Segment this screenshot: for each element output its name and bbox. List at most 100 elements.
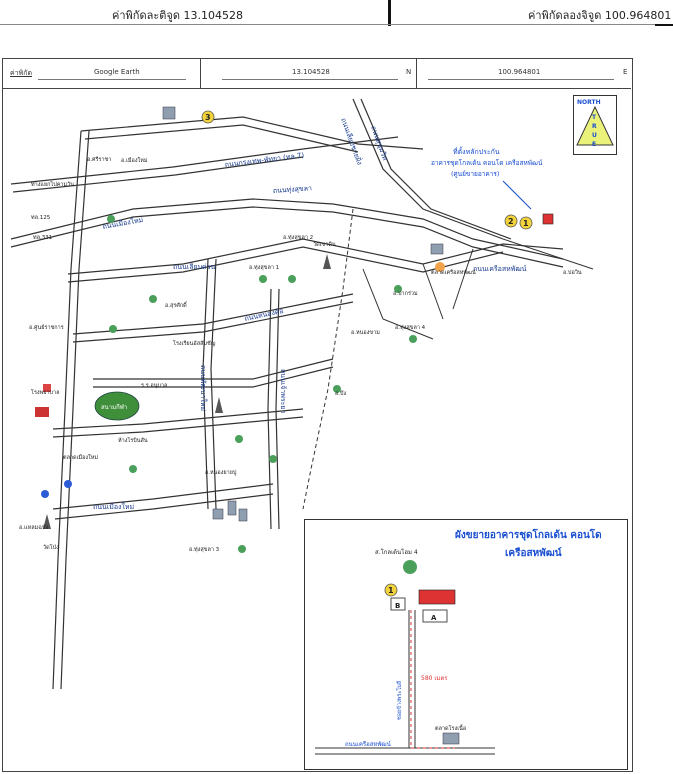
road-line (72, 301, 354, 343)
road-line (52, 483, 274, 510)
place-label: โรงเรียนอัสสัมชัญ (173, 339, 216, 347)
road-line (362, 268, 434, 340)
building-icon (238, 508, 248, 522)
distance-label: 580 เมตร (421, 675, 448, 682)
park-icon (235, 435, 243, 443)
divider (416, 58, 417, 88)
building-icon (162, 106, 176, 120)
building-label: A (431, 614, 437, 622)
place-label: อ.แหลมฉบัง (19, 524, 48, 531)
road-line (93, 358, 334, 380)
divider (428, 79, 614, 80)
property-callout: ที่ตั้งหลักประกัน อาคารชุดโกลเด้น คอนโด … (431, 145, 543, 210)
place-label: อ.เมืองใหม่ (121, 157, 148, 164)
divider (388, 0, 391, 26)
road-label: ถนนพัฒนาใหม่ (199, 365, 208, 411)
temple-icon (43, 514, 51, 529)
place-label: ตลาดเมืองใหม่ (63, 454, 98, 461)
road-line (52, 408, 304, 430)
road-line (93, 366, 334, 388)
poi-icon (64, 480, 72, 488)
divider (0, 24, 673, 25)
market-icon (442, 732, 460, 745)
place-label: วัดเขาดิน (313, 241, 336, 248)
compass-letter: E (592, 141, 596, 148)
place-label: ตลาดเครือสหพัฒน์ (431, 269, 476, 276)
building-shape (418, 589, 456, 605)
road-line (452, 248, 474, 310)
road-line (52, 130, 82, 690)
stadium-label: สนามกีฬา (101, 403, 127, 411)
compass: NORTH T R U E (573, 95, 617, 155)
building-b (390, 597, 406, 611)
road-label: ถนนทุ่งสุขลา (273, 184, 313, 195)
place-label: อ.สุรศักดิ์ (165, 301, 188, 309)
place-label: อ.ทุ่งสุขลา 3 (189, 546, 220, 553)
temple-icon (323, 254, 331, 269)
compass-letter: U (592, 132, 597, 139)
inset-plan: ผังขยายอาคารชุดโกลเด้น คอนโด เครือสหพัฒน… (304, 519, 628, 770)
market-label: ตลาดโรงเนื้อ (435, 724, 466, 732)
place-label: อ.บึง (335, 390, 347, 397)
marker-number: 1 (523, 219, 529, 228)
header-latitude: 13.104528 (292, 68, 330, 76)
place-label: โรงพยาบาล (31, 388, 59, 396)
map-frame (2, 58, 633, 772)
property-marker (504, 214, 518, 228)
road-line (52, 416, 304, 438)
park-icon (269, 455, 277, 463)
hospital-icon (43, 384, 51, 392)
property-marker (384, 583, 398, 597)
marker-number: 3 (205, 113, 211, 122)
road-line (80, 116, 424, 150)
place-label: อ.ทุ่งสุขลา 1 (249, 264, 279, 271)
source-label: Google Earth (94, 68, 140, 76)
building-label: B (395, 602, 400, 610)
place-label: อ.ศรีราชา (87, 156, 111, 163)
place-label: ห้างโรบินสัน (118, 436, 148, 444)
road-label: ถนนเจ้าพระยา (279, 369, 287, 413)
inset-drawing: ผังขยายอาคารชุดโกลเด้น คอนโด เครือสหพัฒน… (315, 528, 602, 755)
place-label: วัดโป่ง (43, 543, 59, 551)
place-label: ร.ร.อนุบาล (141, 383, 167, 389)
road-line (72, 293, 354, 335)
building-icon (227, 500, 237, 516)
compass-letter: T (592, 114, 597, 121)
road-line (67, 238, 564, 275)
place-label: อ.ทุ่งสุขลา 2 (283, 234, 313, 241)
callout-line: ที่ตั้งหลักประกัน (453, 145, 500, 156)
inset-title: เครือสหพัฒน์ (505, 547, 562, 559)
callout-line: อาคารชุดโกลเด้น คอนโด เครือสหพัฒน์ (431, 159, 543, 167)
callout-pointer (502, 180, 532, 210)
poi-icon (35, 407, 49, 417)
park-icon (129, 465, 137, 473)
divider (655, 24, 673, 26)
park-icon (238, 545, 246, 553)
marker-group: 2 1 3 (201, 110, 554, 230)
park-icon (409, 335, 417, 343)
longitude-label: ค่าพิกัดลองจิจูด 100.964801 (528, 9, 672, 22)
road-line (352, 98, 504, 240)
road-line (60, 130, 90, 690)
park-icon (288, 275, 296, 283)
road-line (84, 124, 359, 153)
road-line (210, 258, 217, 510)
road-label: ถนนเลียบด่วน (173, 263, 216, 271)
map-header: ค่าพิกัด Google Earth 13.104528 N 100.96… (2, 58, 631, 89)
landmark-marker (435, 262, 445, 272)
property-building (542, 213, 554, 225)
road-label: ซอยข้างพระโมลี (395, 681, 403, 720)
road-line (202, 258, 209, 510)
park-label: ส.โกลเด้นโฮม 4 (375, 548, 418, 556)
place-label: อ.ทุ่งสุขลา 4 (395, 324, 426, 331)
marker-number: 1 (388, 586, 394, 595)
park-icon (107, 215, 115, 223)
place-label: อ.หนองยายบู่ (205, 470, 237, 476)
place-label: อ.บ่อวิน (563, 269, 582, 276)
park-icon (109, 325, 117, 333)
building-icon (430, 243, 444, 255)
road-line (12, 156, 304, 193)
road-line (360, 98, 512, 240)
road-label: ถนนเมืองใหม่ (93, 502, 134, 511)
lat-direction: N (406, 68, 412, 76)
